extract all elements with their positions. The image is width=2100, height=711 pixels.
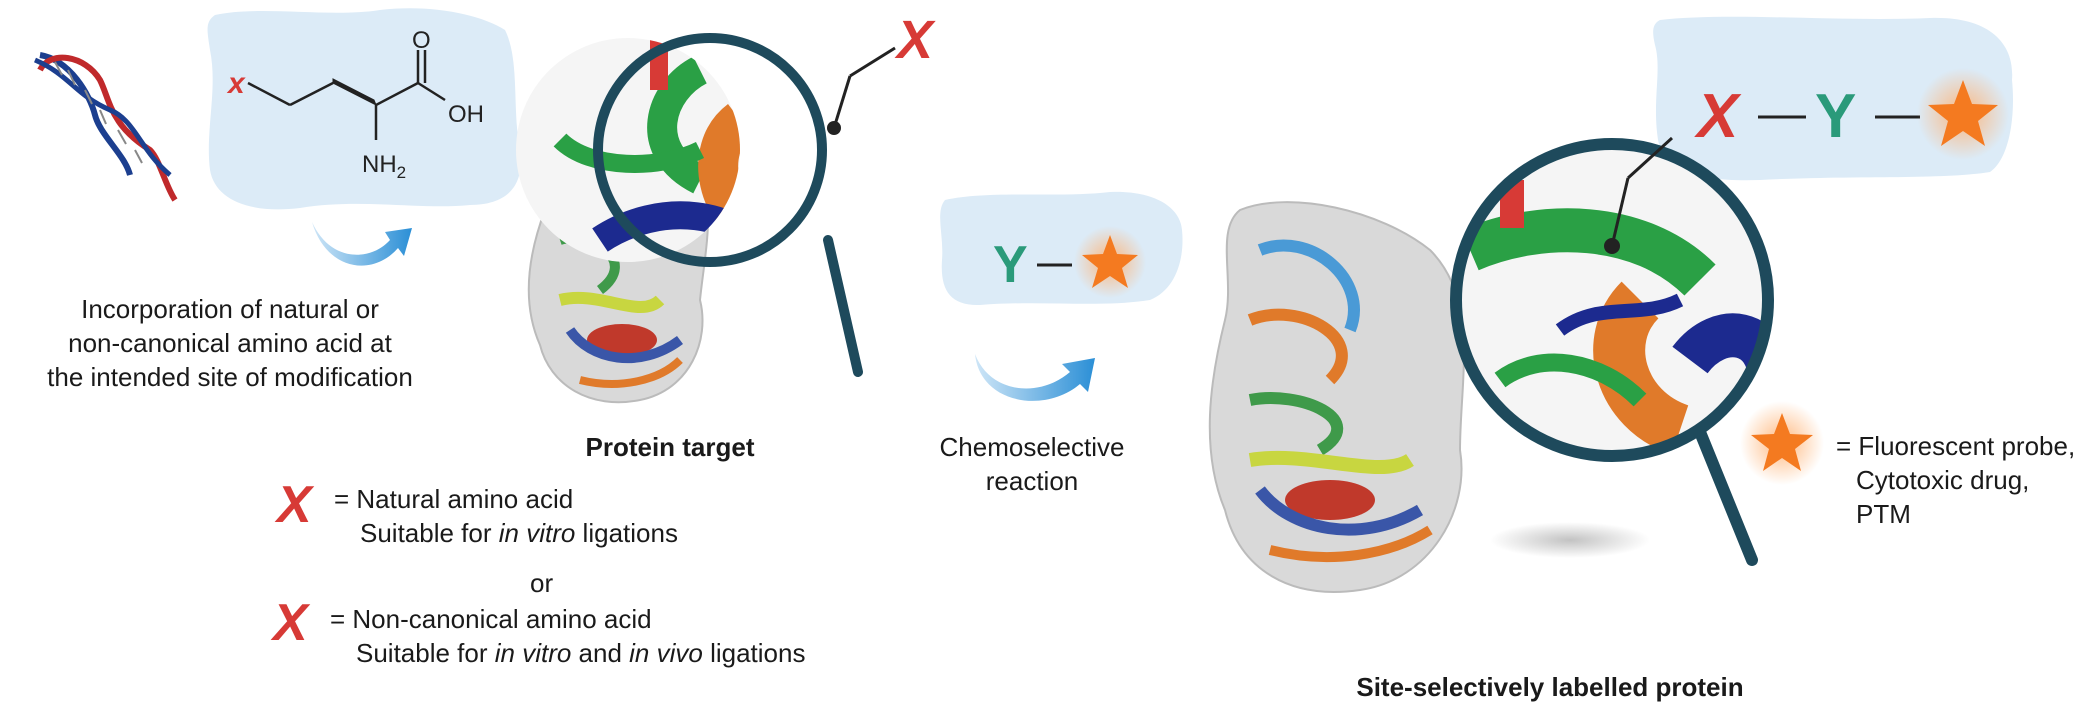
product-cloud-background xyxy=(1653,16,2014,181)
legend-star-icon xyxy=(1751,413,1813,471)
incorporation-line: the intended site of modification xyxy=(47,362,413,392)
curved-arrow-icon xyxy=(975,354,1095,401)
product-star-icon xyxy=(1928,80,1998,146)
probe-legend: = Fluorescent probe, Cytotoxic drug, PTM xyxy=(1836,429,2096,531)
carboxyl-oxygen-label: O xyxy=(412,27,431,54)
magnifier-icon xyxy=(1450,138,1774,566)
reagent-cloud-background xyxy=(940,191,1183,306)
amino-acid-structure xyxy=(247,50,446,140)
product-label: Site-selectively labelled protein xyxy=(1356,672,1744,702)
product-pointer-line xyxy=(1604,136,1674,254)
incorporation-description: Incorporation of natural or non-canonica… xyxy=(10,292,450,394)
legend-natural: = Natural amino acid Suitable for in vit… xyxy=(334,482,754,550)
protein-shadow xyxy=(1490,522,1650,558)
legend-or-text: or xyxy=(530,568,554,598)
incorporation-line: non-canonical amino acid at xyxy=(68,328,392,358)
magnifier-x-pointer: X xyxy=(827,10,936,135)
reaction-label-line: Chemoselective xyxy=(939,432,1125,462)
legend-noncanonical-x-icon: X xyxy=(270,594,311,652)
reagent-star-icon xyxy=(1082,235,1138,288)
curved-arrow-icon xyxy=(312,222,412,266)
reaction-label: Chemoselective reaction xyxy=(912,430,1152,498)
incorporation-line: Incorporation of natural or xyxy=(81,294,379,324)
dna-helix-icon xyxy=(34,52,178,202)
probe-legend-line: Cytotoxic drug, xyxy=(1856,465,2030,495)
product-x-label: X xyxy=(1694,82,1742,151)
labelled-protein-image xyxy=(1208,201,1465,593)
magnifier-x-label: X xyxy=(894,10,936,70)
structure-cloud-background xyxy=(207,8,521,210)
reagent-y-label: Y xyxy=(993,236,1028,294)
hydroxyl-label: OH xyxy=(448,101,484,128)
legend-noncanonical-note: Suitable for in vitro and in vivo ligati… xyxy=(356,638,806,668)
protein-target-label: Protein target xyxy=(585,432,755,462)
reaction-label-line: reaction xyxy=(985,466,1079,496)
legend-natural-x-icon: X xyxy=(274,476,315,534)
product-y-label: Y xyxy=(1815,82,1856,151)
legend-noncanonical: = Non-canonical amino acid Suitable for … xyxy=(330,602,890,670)
probe-legend-line: = Fluorescent probe, xyxy=(1836,431,2076,461)
amine-label: NH2 xyxy=(362,151,406,182)
structure-x-label: x xyxy=(226,67,246,100)
legend-natural-note: Suitable for in vitro ligations xyxy=(360,518,678,548)
legend-noncanonical-label: = Non-canonical amino acid xyxy=(330,604,652,634)
probe-legend-line: PTM xyxy=(1856,499,1911,529)
legend-natural-label: = Natural amino acid xyxy=(334,484,574,514)
magnifier-icon xyxy=(516,33,863,377)
